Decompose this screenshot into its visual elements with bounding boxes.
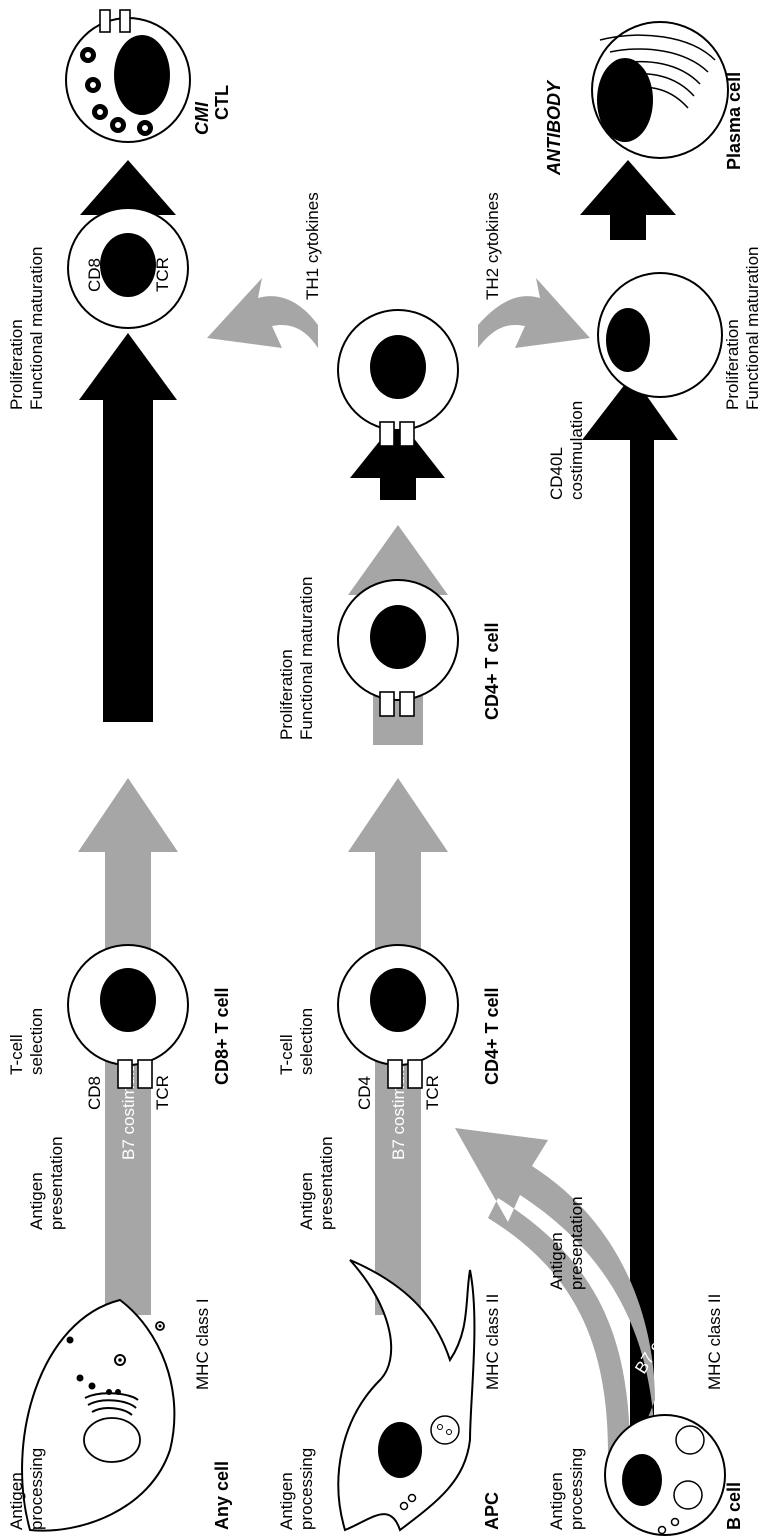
gray-arrow-th1	[207, 278, 318, 348]
bottom-maturation-2: Functional maturation	[743, 247, 762, 410]
ctl-cell	[65, 9, 191, 143]
bottom-maturation-1: Proliferation	[723, 319, 742, 410]
top-maturation-1: Proliferation	[7, 319, 26, 410]
middle-processing-1: Antigen	[277, 1472, 296, 1530]
middle-presentation-2: presentation	[317, 1136, 336, 1230]
middle-maturation-2: Functional maturation	[297, 577, 316, 740]
middle-selection-2: selection	[297, 1008, 316, 1075]
top-processing-1: Antigen	[7, 1472, 26, 1530]
top-cd8-label: CD8	[85, 1076, 104, 1110]
cd8-t-cell	[67, 944, 189, 1089]
top-source-label: Any cell	[212, 1461, 232, 1530]
top-cell-label: CD8+ T cell	[212, 987, 232, 1085]
top-selection-2: selection	[27, 1008, 46, 1075]
top-maturation-2: Functional maturation	[27, 247, 46, 410]
black-arrow-middle-maturation	[350, 418, 445, 500]
cd8-mature-cell	[67, 207, 189, 329]
middle-presentation-1: Antigen	[297, 1172, 316, 1230]
top-processing-2: processing	[27, 1448, 46, 1530]
top-effector: CTL	[212, 85, 232, 120]
apc-cell	[337, 1259, 476, 1532]
bottom-mhc-label: MHC class II	[705, 1294, 724, 1390]
b-cell-activated	[597, 272, 723, 398]
bottom-processing-1: Antigen	[547, 1472, 566, 1530]
bottom-cd40l-1: CD40L	[547, 447, 566, 500]
black-arrow-bottom-long	[582, 375, 678, 1440]
black-arrow-bottom-effector	[580, 160, 676, 240]
bottom-source-label: B cell	[724, 1482, 744, 1530]
bottom-presentation-2: presentation	[567, 1196, 586, 1290]
middle-processing-2: processing	[297, 1448, 316, 1530]
middle-mhc-label: MHC class II	[483, 1294, 502, 1390]
top-mature-tcr: TCR	[153, 257, 172, 292]
bottom-outcome: ANTIBODY	[544, 79, 564, 176]
bottom-effector: Plasma cell	[724, 72, 744, 170]
cd4-t-cell-2	[337, 579, 459, 717]
top-presentation-1: Antigen	[27, 1172, 46, 1230]
middle-th1: TH1 cytokines	[303, 192, 322, 300]
black-arrow-top-effector	[80, 160, 176, 240]
top-mature-cd8: CD8	[85, 258, 104, 292]
middle-tcr-label: TCR	[423, 1075, 442, 1110]
top-presentation-2: presentation	[47, 1136, 66, 1230]
middle-cell-label-1: CD4+ T cell	[482, 987, 502, 1085]
top-outcome: CMI	[192, 101, 212, 135]
any-cell	[21, 1298, 176, 1532]
middle-th2: TH2 cytokines	[483, 192, 502, 300]
bottom-cd40l-2: costimulation	[567, 401, 586, 500]
cd4-t-cell-1	[337, 944, 459, 1089]
middle-cd4-label: CD4	[355, 1076, 374, 1110]
gray-arrow-th2	[478, 278, 590, 348]
black-arrow-top-proliferation	[79, 333, 177, 722]
cd4-t-cell-3	[337, 309, 459, 447]
top-mhc-label: MHC class I	[193, 1298, 212, 1390]
middle-source-label: APC	[482, 1492, 502, 1530]
b-cell	[604, 1414, 726, 1536]
plasma-cell	[591, 21, 729, 159]
top-selection-1: T-cell	[7, 1034, 26, 1075]
bottom-processing-2: processing	[567, 1448, 586, 1530]
top-tcr-label: TCR	[153, 1075, 172, 1110]
gray-arrow-bottom-curved	[455, 1128, 655, 1455]
middle-maturation-1: Proliferation	[277, 649, 296, 740]
middle-selection-1: T-cell	[277, 1034, 296, 1075]
bottom-presentation-1: Antigen	[547, 1232, 566, 1290]
middle-cell-label-2: CD4+ T cell	[482, 622, 502, 720]
